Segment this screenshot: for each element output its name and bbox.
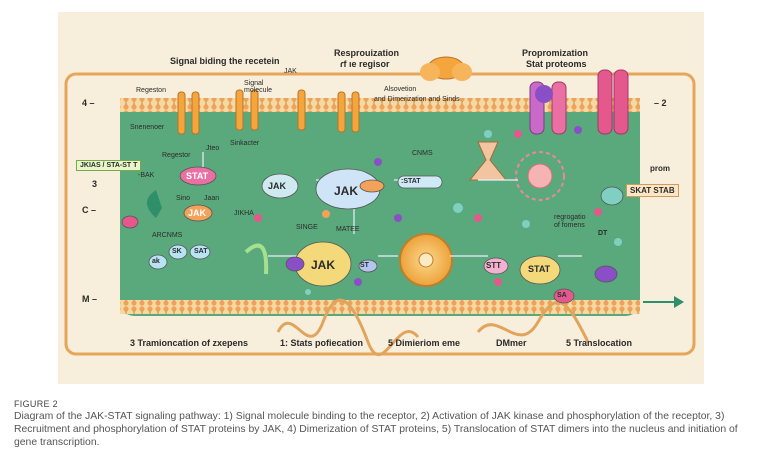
protein-stat-yellow: STAT <box>528 264 551 274</box>
label-singe: SINGE <box>296 224 318 231</box>
protein-jak-yellow: JAK <box>311 258 336 272</box>
side-marker-3: 3 <box>92 179 98 189</box>
top-label-respro-1: Resprouization <box>334 48 400 58</box>
label-jak-sta-box: JKIAS / STA-ST T <box>76 160 142 171</box>
label-jteo: Jteo <box>206 145 220 152</box>
protein-dt: DT <box>598 230 608 237</box>
receptor-right-1 <box>597 69 613 135</box>
label-skat-stab: SKAT STAB <box>626 184 679 197</box>
label-arcnms: ARCNMS <box>152 232 183 239</box>
label-jikha: JIKHA <box>234 210 254 217</box>
protein-sk: SK <box>172 248 182 255</box>
receptor-group-left <box>177 89 360 135</box>
top-label-propro-2: Stat proteoms <box>526 59 587 69</box>
protein-jak-large: JAK <box>334 184 359 198</box>
label-cnms: CNMS <box>412 150 433 157</box>
protein-ak: ak <box>152 258 160 265</box>
bottom-label-4: DMmer <box>496 338 527 348</box>
top-membrane <box>120 98 640 112</box>
top-label-respro-2: ɾf ıe regisor <box>340 59 390 69</box>
label-jak-small: JAK <box>284 68 297 75</box>
protein-jak-blue: JAK <box>268 181 287 191</box>
side-marker-c: C – <box>82 205 97 215</box>
label-prom: prom <box>650 164 670 173</box>
label-bak: -BAK <box>138 172 155 179</box>
label-dimerization-small: and Dimerization and Sinds <box>374 96 460 103</box>
protein-lrat: :STAT <box>401 178 421 185</box>
protein-shapes <box>121 166 624 304</box>
side-marker-2: – 2 <box>654 98 667 108</box>
cell-cytoplasm <box>120 98 640 316</box>
label-jaan: Jaan <box>204 195 220 202</box>
protein-stt: STT <box>486 261 502 270</box>
label-alsovetion: Alsovetion <box>384 86 417 93</box>
bottom-label-1: 3 Tramioncation of zxepens <box>130 338 249 348</box>
label-registor: Regestor <box>162 152 191 159</box>
dna-strand <box>276 298 420 357</box>
stat-dimer-purple <box>535 85 553 103</box>
protein-sa: SA <box>557 292 567 299</box>
stat-dashed-ring <box>515 151 565 201</box>
label-matee: MATEE <box>336 226 360 233</box>
protein-st: ST <box>360 262 369 269</box>
figure-title: FIGURE 2 <box>14 399 58 409</box>
protein-stat-pink: STAT <box>186 171 209 181</box>
label-regestion: Regeston <box>136 87 166 94</box>
label-sino: Sino <box>176 195 191 202</box>
label-sinkacter: Sinkacter <box>230 140 260 147</box>
label-signal-molecule: Signal molecule <box>244 80 273 94</box>
bottom-membrane <box>120 300 640 314</box>
pathway-diagram: Signal biding the recetein Resprouizatio… <box>58 12 704 384</box>
top-label-signal-binding: Signal biding the recetein <box>170 56 280 66</box>
bottom-label-3: 5 Dimieriom eme <box>388 338 461 348</box>
bottom-label-5: 5 Translocation <box>566 338 633 348</box>
protein-jak-orange: JAK <box>188 208 207 218</box>
side-marker-4: 4 – <box>82 98 95 108</box>
label-regrogatio-1: regrogatio <box>554 214 586 221</box>
label-sensor: Snenenoer <box>130 124 165 131</box>
bottom-label-2: 1: Stats pofiecation <box>280 338 364 348</box>
figure-caption: Diagram of the JAK-STAT signaling pathwa… <box>14 411 738 448</box>
receptor-right-2 <box>613 69 629 135</box>
protein-sat: SAT <box>194 248 208 255</box>
receptor-pink <box>551 81 567 135</box>
label-regrogatio-2: of fomens <box>554 222 585 229</box>
translocation-arrow <box>674 296 684 308</box>
arc-left <box>147 190 162 218</box>
scattered-molecules <box>254 126 622 295</box>
top-label-propro-1: Propromization <box>522 48 589 58</box>
diagram-art <box>64 56 696 357</box>
side-marker-m: M – <box>82 294 98 304</box>
